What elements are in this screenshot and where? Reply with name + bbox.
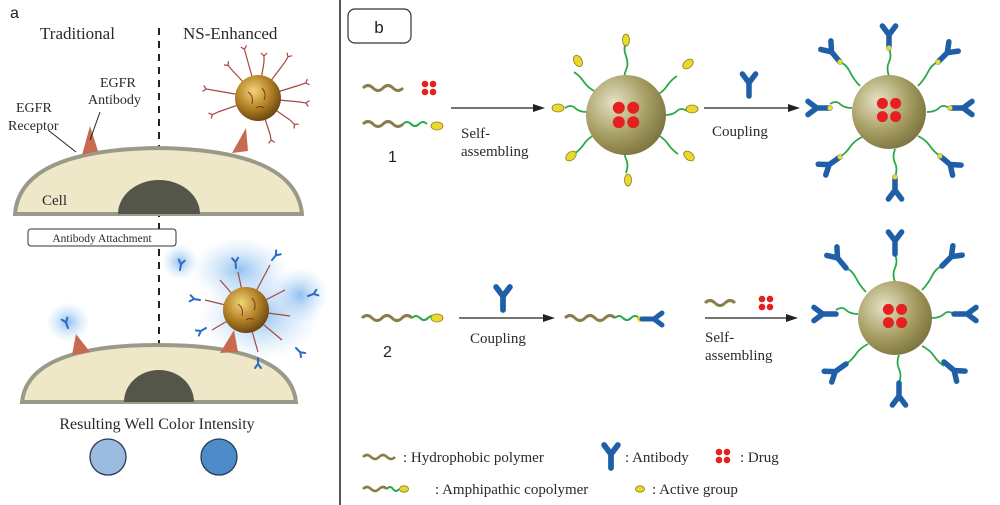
legend-amphipathic-label: : Amphipathic copolymer (435, 482, 588, 498)
route-2: 2 Coupling Self- assembling (360, 232, 976, 405)
legend-hydrophobic-label: : Hydrophobic polymer (403, 450, 544, 466)
panel-a-label: a (10, 5, 19, 22)
cell-bottom (19, 238, 328, 404)
self-assembling-label-1a: Self- (461, 126, 490, 142)
legend-active-group-label: : Active group (652, 482, 738, 498)
route-2-number: 2 (383, 344, 392, 361)
antibody-icon-route-2 (496, 287, 510, 310)
panel-b-label-box (347, 8, 412, 44)
amphipathic-copolymer-route-2 (360, 313, 444, 323)
egfr-receptor-bottom-left (72, 334, 90, 355)
panel-b-label: b (374, 18, 383, 37)
drug-icon (421, 80, 437, 96)
hydrophobic-polymer-route-2 (703, 299, 737, 307)
cell-nucleus-bottom (124, 370, 194, 402)
coupling-label-1: Coupling (712, 124, 768, 140)
column-traditional-label: Traditional (40, 24, 115, 43)
well-traditional (89, 438, 127, 476)
egfr-receptor-label-2: Receptor (8, 119, 59, 134)
egfr-receptor-bottom-right (220, 330, 238, 353)
antibody-attachment-step-box (27, 228, 177, 247)
cell-nucleus (118, 180, 200, 214)
coupling-label-2: Coupling (470, 331, 526, 347)
route-1: 1 Self- assembling (361, 26, 972, 199)
egfr-receptor-label-1: EGFR (16, 101, 52, 116)
legend-antibody-label: : Antibody (625, 450, 689, 466)
column-ns-enhanced-label: NS-Enhanced (183, 24, 278, 43)
legend-active-group-icon (635, 485, 645, 493)
cell-top: Cell EGFR Antibody EGFR Receptor (8, 44, 311, 216)
well-ns-enhanced (200, 438, 238, 476)
legend-drug-icon (715, 448, 731, 464)
result-title: Resulting Well Color Intensity (59, 416, 254, 433)
antibody-copolymer-conjugate (563, 313, 662, 325)
antibody-conjugated-micelle-2 (814, 232, 976, 405)
legend: : Hydrophobic polymer : Antibody : Drug … (362, 445, 779, 498)
gold-nanoparticle-bottom (188, 249, 320, 369)
legend-amphipathic-icon (362, 485, 409, 493)
drug-loaded-micelle (551, 33, 699, 187)
antibody-pointer-line (89, 111, 101, 141)
micelle-core (586, 75, 666, 155)
legend-antibody-icon (604, 445, 618, 468)
legend-hydrophobic-icon (362, 453, 396, 461)
antibody-conjugated-micelle-1 (808, 26, 972, 199)
self-assembling-label-2a: Self- (705, 330, 734, 346)
egfr-receptor-left (82, 126, 98, 155)
egfr-antibody-label-1: EGFR (100, 76, 136, 91)
glow-traditional (46, 302, 90, 342)
panel-b: b 1 Self- assembling (347, 8, 976, 498)
self-assembling-label-2b: assembling (705, 348, 773, 364)
hydrophobic-polymer-icon (361, 84, 405, 92)
amphipathic-copolymer-icon (361, 120, 444, 131)
egfr-antibody-label-2: Antibody (88, 93, 141, 108)
legend-drug-label: : Drug (740, 450, 779, 466)
drug-icon-route-2 (758, 295, 774, 311)
cell-label: Cell (42, 193, 67, 209)
self-assembling-label-1b: assembling (461, 144, 529, 160)
antibody-icon (742, 74, 755, 96)
gold-nanoparticle-top (202, 44, 311, 144)
egfr-receptor-right (232, 128, 248, 153)
receptor-pointer-line (47, 129, 77, 153)
antibody-attachment-label: Antibody Attachment (52, 233, 152, 245)
route-1-number: 1 (388, 149, 397, 166)
panel-a: a Traditional NS-Enhanced Cell EGFR Anti… (8, 5, 328, 476)
